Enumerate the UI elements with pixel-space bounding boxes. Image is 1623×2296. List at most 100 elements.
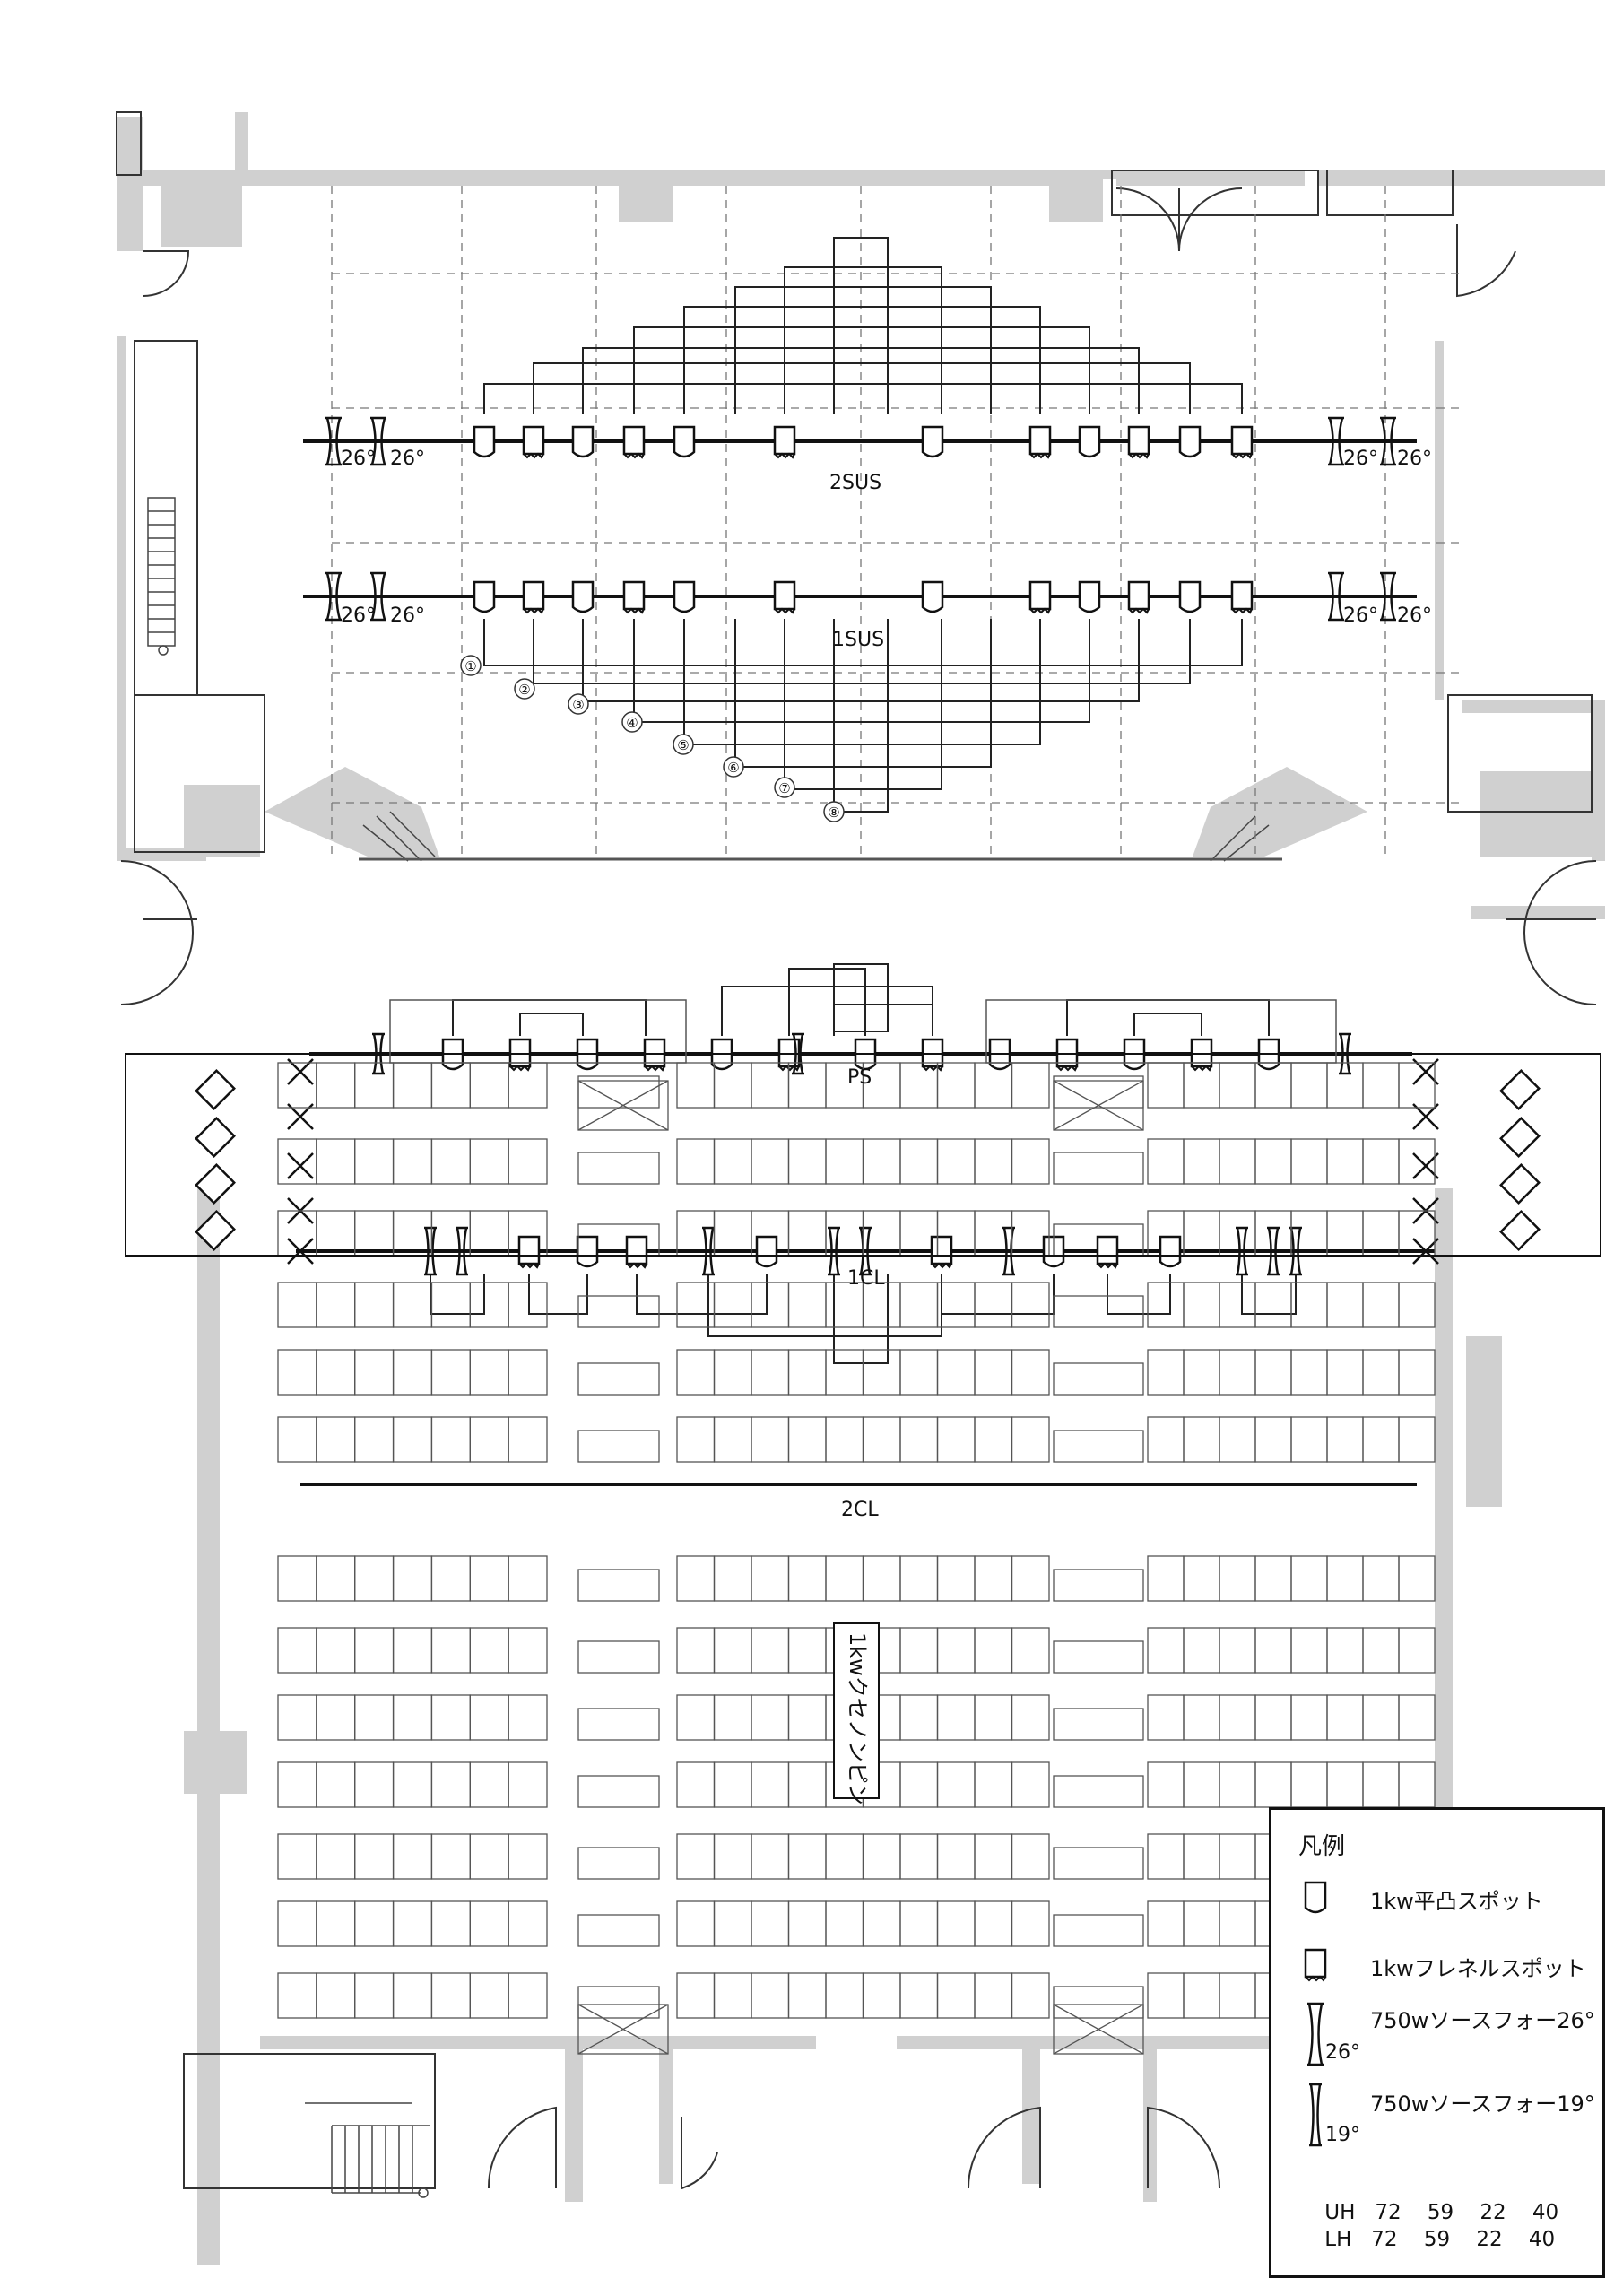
seat [787, 1282, 827, 1328]
fresnel-spot-icon [1230, 425, 1254, 459]
crossed-fixture-mark [1412, 1058, 1439, 1085]
side-spot-icon [1499, 1163, 1541, 1205]
seat [899, 1900, 939, 1947]
plano-convex-spot-icon [1178, 580, 1202, 613]
seat [1254, 1761, 1292, 1808]
seat [713, 1761, 752, 1808]
wire-ps [721, 986, 933, 1036]
circuit-number: ③ [572, 697, 584, 713]
seat [676, 1833, 716, 1880]
seat [1254, 1062, 1292, 1109]
seat [1290, 1349, 1328, 1396]
source-four-19-icon [1309, 2083, 1322, 2147]
seat [354, 1282, 395, 1328]
seat [676, 1694, 716, 1741]
legend-dim-uh: UH 72 59 22 40 [1324, 2201, 1559, 2224]
seat [862, 1972, 901, 2019]
seat [862, 1555, 901, 1602]
seat [974, 1138, 1013, 1185]
seat [1326, 1761, 1364, 1808]
plano-convex-spot-icon [921, 580, 944, 613]
aisle-step [577, 1986, 660, 2019]
seat [469, 1900, 509, 1947]
seat [508, 1761, 548, 1808]
seat [1362, 1694, 1400, 1741]
seat [469, 1282, 509, 1328]
seat [825, 1138, 864, 1185]
seat [1362, 1282, 1400, 1328]
xenon-pin-box [833, 1622, 880, 1799]
seat [1398, 1138, 1436, 1185]
seat [1362, 1555, 1400, 1602]
seat [316, 1282, 356, 1328]
crossed-fixture-mark [287, 1103, 314, 1130]
seat [1219, 1627, 1256, 1674]
seat [316, 1555, 356, 1602]
cross-aisle-diagonal [1053, 1080, 1144, 1131]
seat [899, 1138, 939, 1185]
seat [974, 1694, 1013, 1741]
seat [862, 1349, 901, 1396]
seat [751, 1900, 790, 1947]
wire-1cl [430, 1274, 485, 1315]
plano-convex-spot-icon [1159, 1235, 1182, 1268]
seat [787, 1900, 827, 1947]
seat [1183, 1761, 1220, 1808]
fresnel-spot-icon [1127, 580, 1150, 614]
seat [392, 1138, 433, 1185]
fresnel-spot-icon [522, 425, 545, 459]
seat [1183, 1282, 1220, 1328]
seat [392, 1349, 433, 1396]
wire-2sus [533, 362, 1191, 414]
side-spot-icon [195, 1069, 236, 1110]
seat [1183, 1138, 1220, 1185]
plano-convex-spot-icon [1304, 1881, 1327, 1914]
plano-convex-spot-icon [576, 1235, 599, 1268]
fresnel-spot-icon [517, 1235, 541, 1269]
svg-text:26°: 26° [341, 448, 376, 470]
seat [277, 1833, 317, 1880]
seat [1183, 1349, 1220, 1396]
seat [974, 1761, 1013, 1808]
svg-text:26°: 26° [1343, 604, 1378, 627]
seat [1219, 1900, 1256, 1947]
legend: 凡例 1kw平凸スポット 1kwフレネルスポット 26° 750wソースフォー2… [1269, 1807, 1605, 2278]
seat [430, 1761, 471, 1808]
seat [1011, 1833, 1050, 1880]
seat [1011, 1416, 1050, 1463]
legend-angle-19: 19° [1325, 2124, 1360, 2146]
seat [354, 1555, 395, 1602]
aisle-step [1053, 1430, 1144, 1463]
seat [936, 1833, 976, 1880]
source-four-19-icon [424, 1226, 437, 1276]
aisle-step [577, 1295, 660, 1328]
seat [1398, 1627, 1436, 1674]
seat [825, 1555, 864, 1602]
seat [787, 1972, 827, 2019]
plano-convex-spot-icon [755, 1235, 778, 1268]
seat [713, 1349, 752, 1396]
aisle-step [1053, 1362, 1144, 1396]
wire-2sus [683, 306, 1041, 414]
seat [1011, 1282, 1050, 1328]
legend-dim-lh: LH 72 59 22 40 [1324, 2228, 1556, 2251]
fresnel-spot-icon [1230, 580, 1254, 614]
seat [936, 1627, 976, 1674]
seat [713, 1833, 752, 1880]
seat [787, 1694, 827, 1741]
fresnel-spot-icon [622, 580, 646, 614]
wire-1cl [941, 1274, 1055, 1315]
crossed-fixture-mark [287, 1152, 314, 1179]
seat [354, 1833, 395, 1880]
fresnel-spot-icon [622, 425, 646, 459]
circuit-number: ④ [626, 715, 638, 731]
seat [469, 1210, 509, 1257]
label-1sus: 1SUS [832, 629, 884, 651]
seat [430, 1972, 471, 2019]
seat [469, 1062, 509, 1109]
seat [1219, 1349, 1256, 1396]
seat [354, 1210, 395, 1257]
wire-2sus [582, 347, 1140, 414]
seat [899, 1694, 939, 1741]
wall-outlines [116, 111, 1596, 2189]
